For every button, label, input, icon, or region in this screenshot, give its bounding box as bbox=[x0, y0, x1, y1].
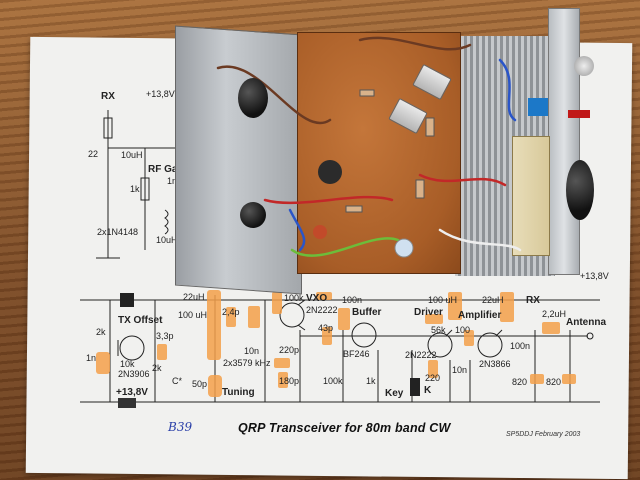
inductor-label: 100 uH bbox=[428, 295, 458, 305]
rx-output-label: RX bbox=[526, 295, 540, 306]
resistor-label: 1k bbox=[130, 184, 140, 194]
rf-gain-knob bbox=[238, 78, 268, 118]
transistor-label: 2N2222 bbox=[306, 305, 338, 315]
transistor-label: 2N2222 bbox=[405, 350, 437, 360]
capacitor-label: 820 bbox=[546, 377, 562, 387]
key-terminal-label: K bbox=[122, 295, 130, 306]
resistor-label: 100k bbox=[284, 293, 304, 303]
tuning-knob bbox=[566, 160, 594, 220]
capacitor-label: 100n bbox=[342, 295, 363, 305]
transistor-label: BF246 bbox=[343, 349, 370, 359]
resistor-label: 100k bbox=[323, 376, 343, 386]
capacitor-label: 220p bbox=[279, 345, 300, 355]
crystal-label: 2x3579 kHz bbox=[223, 358, 271, 368]
inductor-label: 100 uH bbox=[178, 310, 208, 320]
supply-label-right: +13,8V bbox=[580, 271, 609, 281]
supply-label-bottom: +13,8V bbox=[116, 387, 148, 398]
capacitor-label: 22 bbox=[88, 149, 99, 159]
capacitor-label: 100n bbox=[510, 341, 531, 351]
capacitor-label: 820 bbox=[512, 377, 528, 387]
buffer-label: Buffer bbox=[352, 307, 382, 318]
inductor-label: 10uH bbox=[156, 235, 178, 245]
resistor-label: 56k bbox=[431, 325, 446, 335]
transistor-label: 2N3906 bbox=[118, 369, 150, 379]
variable-capacitor bbox=[512, 136, 550, 256]
key-terminal-label: K bbox=[424, 385, 432, 396]
diode-label: 2x1N4148 bbox=[97, 227, 139, 237]
inductor-label: 22uH bbox=[482, 295, 504, 305]
capacitor-label: 43p bbox=[318, 323, 334, 333]
handwritten-note: B39 bbox=[168, 420, 193, 434]
amplifier-label: Amplifier bbox=[458, 310, 502, 321]
tx-offset-label: TX Offset bbox=[118, 315, 163, 326]
tuning-label: Tuning bbox=[222, 387, 255, 398]
vxo-label: VXO bbox=[306, 293, 328, 304]
inductor-label: 22uH bbox=[183, 292, 205, 302]
capacitor-label: 1n bbox=[167, 176, 178, 186]
capacitor-label: 180p bbox=[279, 376, 300, 386]
schematic-title: QRP Transceiver for 80m band CW bbox=[238, 421, 451, 435]
key-label: Key bbox=[385, 388, 404, 399]
antenna-label: Antenna bbox=[566, 317, 606, 328]
resistor-label: 2k bbox=[152, 363, 162, 373]
capacitor-label: 10n bbox=[452, 365, 468, 375]
capacitor-label: 2,4p bbox=[222, 307, 240, 317]
resistor-label: 2k bbox=[96, 327, 106, 337]
shaft-coupler bbox=[574, 56, 594, 76]
author-signature: SP5DDJ February 2003 bbox=[506, 431, 581, 438]
rx-label: RX bbox=[101, 91, 115, 102]
resistor-label: 1k bbox=[366, 376, 376, 386]
inductor-label: 10uH bbox=[121, 150, 143, 160]
rear-panel bbox=[548, 8, 580, 275]
resistor-label: 220 bbox=[425, 373, 441, 383]
rf-gain-label: RF Gai bbox=[148, 164, 181, 175]
transistor-label: 2N3866 bbox=[479, 359, 511, 369]
capacitor-label: 100 bbox=[455, 325, 471, 335]
capacitor-label: 1n bbox=[86, 353, 97, 363]
antenna-connector bbox=[240, 202, 266, 228]
inductor-label: 2,2uH bbox=[542, 309, 567, 319]
capacitor-label: 3,3p bbox=[156, 331, 174, 341]
resistor-label: 10k bbox=[120, 359, 135, 369]
capacitor-label: 50p bbox=[192, 379, 208, 389]
capacitor-label: C* bbox=[172, 376, 183, 386]
capacitor-label: 10n bbox=[244, 346, 260, 356]
supply-label-top: +13,8V bbox=[146, 89, 175, 99]
driver-label: Driver bbox=[414, 307, 443, 318]
